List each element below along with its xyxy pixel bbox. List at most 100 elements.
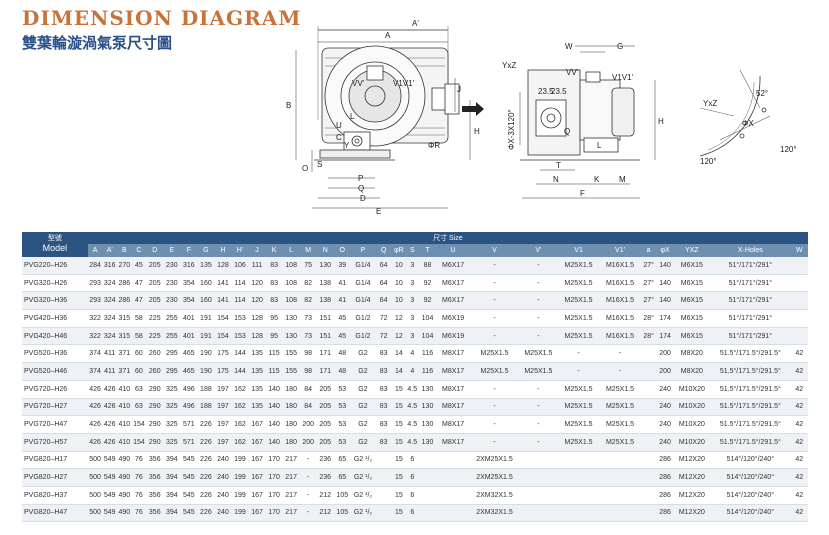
table-cell [418,468,437,487]
table-cell: 293 [87,291,103,311]
title-chinese: 雙葉輪漩渦氣泵尺寸圖 [22,34,173,52]
model-cell: PVG520–H36 [22,344,88,364]
table-cell: 374 [87,362,103,381]
label-B: B [286,101,291,110]
table-cell: 83 [375,433,393,452]
table-cell: 170 [265,486,283,505]
table-cell: - [518,309,558,328]
table-cell [599,486,641,505]
table-cell: - [557,362,600,381]
table-cell: 27° [640,274,657,293]
table-cell: 167 [248,451,266,470]
table-cell: - [299,486,317,505]
table-cell: 200 [656,362,674,381]
table-cell: 500 [87,468,103,487]
table-cell: 545 [180,504,198,523]
flange-arc-drawing [699,69,771,157]
label-L-side: L [597,141,602,150]
table-cell: 322 [87,327,103,346]
table-cell: 571 [180,415,198,434]
table-cell: 295 [163,344,181,364]
table-cell: 154 [214,327,232,346]
label-phiX-flange: ΦX [742,119,754,128]
table-cell [790,274,808,293]
table-cell: 4.5 [405,398,419,417]
table-cell: 140 [656,257,674,275]
column-header: P [350,244,376,257]
table-cell: 64 [375,257,393,275]
table-cell: - [518,291,558,311]
label-D: D [360,194,366,203]
table-cell: - [518,415,558,434]
table-cell [640,344,657,364]
table-cell: 260 [146,362,164,381]
table-cell: 140 [265,415,283,434]
table-cell: 2XM32X1.5 [470,504,519,523]
table-cell: 2XM25X1.5 [470,451,519,470]
table-cell: 286 [656,486,674,505]
label-J: J [457,85,461,94]
table-cell: 545 [180,486,198,505]
table-cell: 51.5°/171.5°/291.5° [710,398,791,417]
table-cell: M16X1.5 [599,309,641,328]
table-cell: 60 [131,362,147,381]
table-cell: 199 [231,451,249,470]
table-cell: 105 [333,486,351,505]
table-cell: 514°/120°/240° [710,468,791,487]
table-cell [640,380,657,399]
table-cell: 135 [248,398,266,417]
table-cell: 293 [87,274,103,293]
table-cell: 130 [282,327,300,346]
table-cell: 205 [146,257,164,275]
table-cell: M25X1.5 [599,415,641,434]
table-cell: M8X17 [436,433,471,452]
table-cell: 27° [640,257,657,275]
table-cell: 2XM25X1.5 [470,468,519,487]
column-header: V1 [557,244,600,257]
table-cell: 180 [282,398,300,417]
table-cell: - [518,380,558,399]
table-cell: 286 [656,451,674,470]
table-cell: 106 [231,257,249,275]
label-C: C [336,133,342,142]
table-cell: 15 [392,486,406,505]
table-cell: 199 [231,486,249,505]
table-cell [640,451,657,470]
table-cell: 205 [146,291,164,311]
column-header: F [180,244,198,257]
table-cell: M16X1.5 [599,327,641,346]
table-cell: 200 [299,433,317,452]
table-cell: 394 [163,451,181,470]
table-cell: 104 [418,327,437,346]
table-cell: 10 [392,274,406,293]
table-cell: 51.5°/171.5°/291.5° [710,344,791,364]
column-header: E [163,244,181,257]
table-cell: 200 [299,415,317,434]
column-header: YXZ [673,244,711,257]
table-cell: M25X1.5 [557,380,600,399]
label-V1V1: V1V1' [393,79,415,88]
table-cell: 410 [117,433,132,452]
label-U: U [336,121,342,130]
table-cell: 199 [231,468,249,487]
column-header: Q [375,244,393,257]
table-cell: 162 [231,380,249,399]
table-cell: M6X15 [673,309,711,328]
table-cell: 465 [180,344,198,364]
column-header: M [299,244,317,257]
table-cell: G2 [350,433,376,452]
table-cell: 4 [405,362,419,381]
table-cell: - [518,327,558,346]
table-cell [599,504,641,523]
label-YxZ-side: YxZ [502,61,516,70]
table-cell: 51.5°/171.5°/291.5° [710,415,791,434]
table-cell: 170 [265,468,283,487]
table-cell: 270 [117,257,132,275]
table-cell: M25X1.5 [557,291,600,311]
table-cell: 72 [375,309,393,328]
table-cell: 180 [282,433,300,452]
table-cell: G2 ¹/₂ [350,504,376,523]
